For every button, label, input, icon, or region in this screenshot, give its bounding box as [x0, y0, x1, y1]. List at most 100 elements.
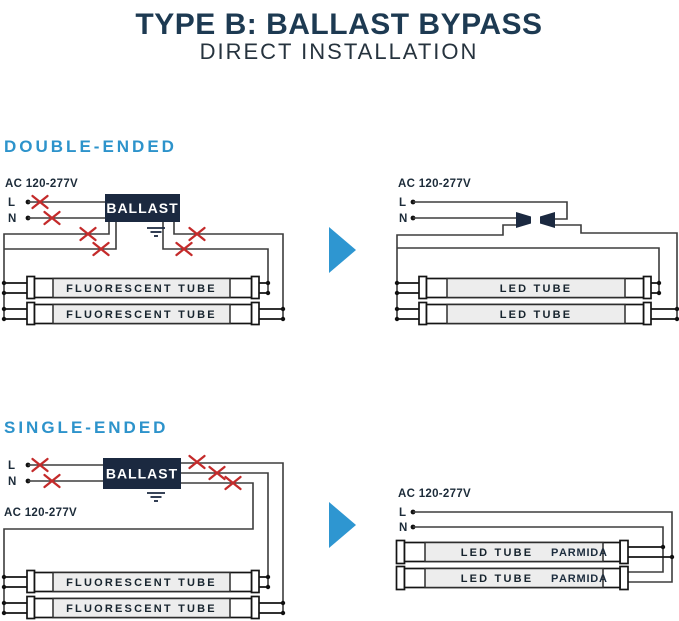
- wire-nut-icon: [540, 212, 555, 228]
- cut-wire-x-marks: [31, 194, 206, 257]
- ballast-box: [105, 194, 180, 222]
- cut-wire-x-marks: [31, 454, 242, 491]
- junction-dot: [669, 554, 675, 560]
- neutral-wire: [413, 526, 664, 573]
- tube-end-cap: [642, 275, 652, 300]
- x-mark: [224, 475, 242, 491]
- tube-label: LED TUBE: [461, 573, 534, 585]
- line-to-right-rail-wire: [555, 224, 678, 319]
- x-mark: [31, 194, 49, 210]
- voltage-label: AC 120-277V: [398, 178, 471, 190]
- line-wire: [413, 511, 673, 583]
- fluorescent-tube-1: FLUORESCENT TUBE: [1, 569, 271, 594]
- tube-end-cap: [619, 565, 629, 591]
- line-wire: [413, 201, 568, 220]
- x-mark: [43, 473, 61, 489]
- tube-label-band: [52, 571, 231, 593]
- double-ended-after-diagram: AC 120-277V L N LED TUBE: [394, 178, 679, 326]
- double-ended-before-diagram: AC 120-277V L N BALLAST: [1, 178, 286, 326]
- arrow-right-icon: [329, 502, 356, 548]
- x-mark: [188, 226, 206, 242]
- neutral-terminal-label: N: [8, 213, 16, 225]
- junction-dot: [660, 544, 666, 550]
- single-ended-before-diagram: L N AC 120-277V BALLAST: [1, 454, 286, 620]
- x-mark: [92, 241, 110, 257]
- tube-label: FLUORESCENT TUBE: [66, 283, 217, 295]
- tube-end-cap: [395, 539, 406, 565]
- ballast-right-outer-wire: [173, 222, 284, 319]
- voltage-label: AC 120-277V: [398, 488, 471, 500]
- voltage-label: AC 120-277V: [5, 178, 78, 190]
- tube-end-cap: [418, 275, 428, 300]
- ground-symbol: [147, 492, 165, 502]
- tube-end-cap: [619, 539, 629, 565]
- brand-logo-initial: P: [551, 573, 559, 585]
- line-terminal-label: L: [8, 460, 15, 472]
- line-terminal-label: L: [399, 197, 406, 209]
- single-ended-after-diagram: AC 120-277V L N LED TUBE P ARMIDA LED TU…: [395, 488, 675, 591]
- tube-label: FLUORESCENT TUBE: [66, 577, 217, 589]
- tube-end-cap: [26, 595, 36, 620]
- led-tube-1: LED TUBE: [394, 275, 662, 300]
- ballast-label: BALLAST: [106, 466, 178, 482]
- page-title: TYPE B: BALLAST BYPASS: [135, 8, 542, 41]
- x-mark: [175, 241, 193, 257]
- tube-label: LED TUBE: [461, 547, 534, 559]
- tube-end-cap: [250, 595, 260, 620]
- tube-1-pins: [628, 546, 672, 558]
- tube-label: LED TUBE: [500, 283, 573, 295]
- ballast-right-inner-wire: [162, 222, 269, 293]
- neutral-terminal-label: N: [399, 522, 407, 534]
- x-mark: [43, 210, 61, 226]
- brand-logo-initial: P: [551, 547, 559, 559]
- tube-end-cap: [395, 565, 406, 591]
- tube-pins: [4, 308, 283, 320]
- tube-label-band: [424, 541, 604, 563]
- tube-label-band: [446, 277, 626, 299]
- tube-label-band: [52, 303, 231, 325]
- tube-end-cap: [642, 301, 652, 326]
- cross-rail-wire: [397, 247, 660, 293]
- tube-end-cap: [26, 275, 36, 300]
- led-tube-1: LED TUBE P ARMIDA: [395, 539, 629, 565]
- tube-end-cap: [250, 301, 260, 326]
- fluorescent-tube-2: FLUORESCENT TUBE: [1, 595, 286, 620]
- brand-logo-text: ARMIDA: [559, 547, 608, 559]
- tube-label-band: [52, 597, 231, 619]
- ballast-box: [103, 458, 181, 489]
- ground-symbol: [147, 227, 165, 237]
- tube-pins: [4, 576, 268, 588]
- led-tube-2: LED TUBE P ARMIDA: [395, 565, 629, 591]
- ballast-left-inner-wire: [4, 222, 117, 250]
- tube-pins: [397, 308, 677, 320]
- fluorescent-tube-2: FLUORESCENT TUBE: [1, 301, 286, 326]
- section-heading-double-ended: DOUBLE-ENDED: [4, 137, 177, 156]
- tube-pins: [4, 282, 268, 294]
- tube-label-band: [424, 567, 604, 589]
- x-mark: [208, 465, 226, 481]
- arrow-right-icon: [329, 227, 356, 273]
- tube-end-cap: [250, 275, 260, 300]
- tube-label: FLUORESCENT TUBE: [66, 309, 217, 321]
- tube-label: LED TUBE: [500, 309, 573, 321]
- neutral-to-left-rail-wire: [396, 224, 516, 319]
- neutral-terminal-label: N: [8, 476, 16, 488]
- tube-end-cap: [26, 569, 36, 594]
- ballast-right-wire-3: [3, 482, 254, 613]
- section-heading-single-ended: SINGLE-ENDED: [4, 418, 168, 437]
- tube-pins: [4, 602, 283, 614]
- voltage-label: AC 120-277V: [4, 507, 77, 519]
- brand-logo-text: ARMIDA: [559, 573, 608, 585]
- tube-pins: [397, 282, 659, 294]
- neutral-terminal-label: N: [399, 213, 407, 225]
- tube-end-cap: [418, 301, 428, 326]
- ballast-right-wire-2: [181, 472, 269, 587]
- ballast-label: BALLAST: [106, 200, 178, 216]
- ballast-left-outer-wire: [3, 222, 110, 319]
- page-subtitle: DIRECT INSTALLATION: [200, 39, 479, 64]
- wire-nut-icon: [516, 212, 531, 228]
- line-terminal-label: L: [8, 197, 15, 209]
- tube-end-cap: [26, 301, 36, 326]
- tube-end-cap: [250, 569, 260, 594]
